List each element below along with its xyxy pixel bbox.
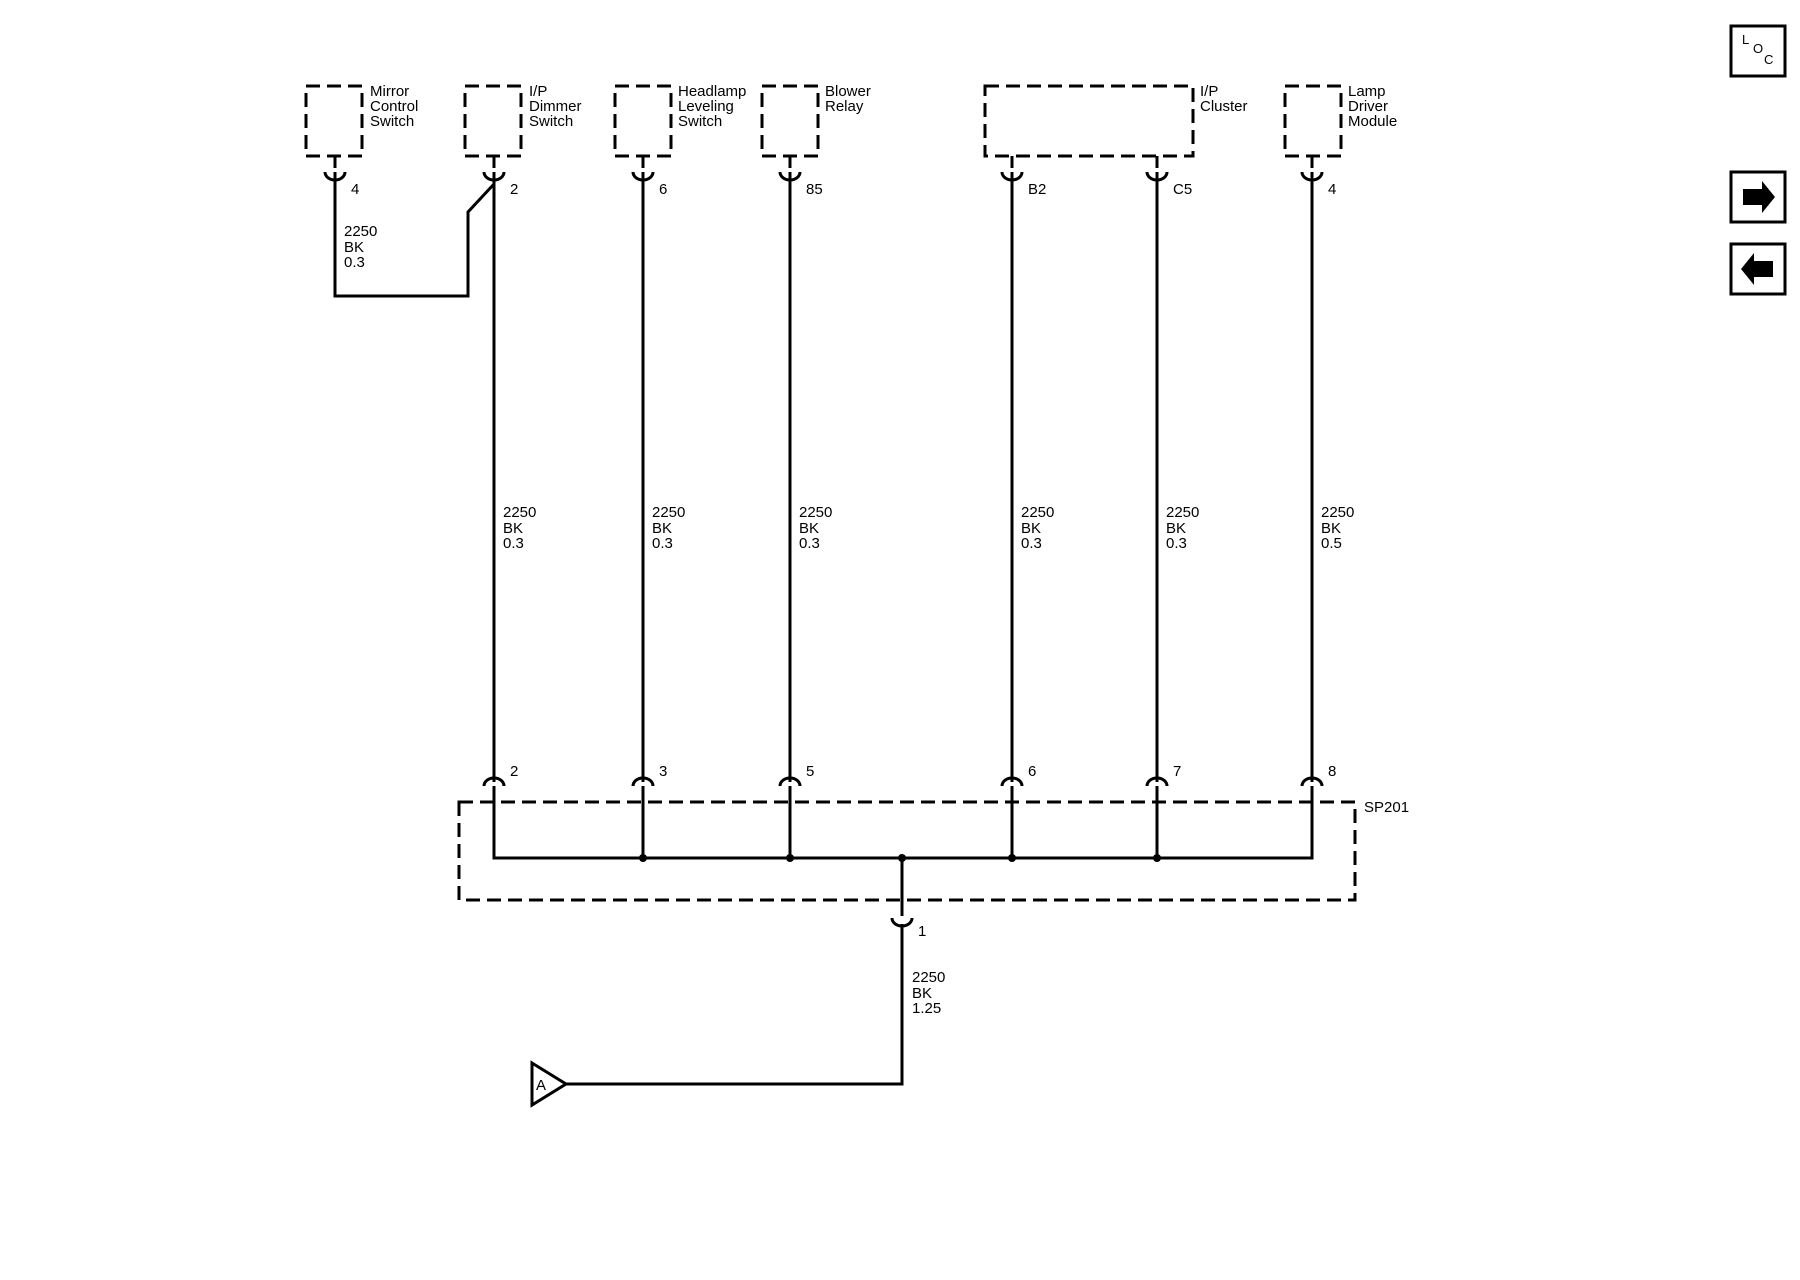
splice-terminals: [482, 776, 1324, 802]
wire-blower-color: BK: [799, 520, 819, 537]
splice-junction-dots: [639, 854, 1161, 862]
splice-sp201: SP201 2 3 5 6 7 8: [457, 763, 1409, 916]
component-lamp-driver-module: Lamp Driver Module: [1283, 83, 1397, 158]
mirror-label-line1: Mirror: [370, 83, 409, 100]
wire-c5-color: BK: [1166, 520, 1186, 537]
wire-b2-color: BK: [1021, 520, 1041, 537]
wire-dimmer-color: BK: [503, 520, 523, 537]
wire-label-headlamp: 2250 BK 0.3: [652, 504, 685, 552]
component-mirror-control-switch: Mirror Control Switch: [304, 83, 418, 158]
lamp-label-line1: Lamp: [1348, 83, 1386, 100]
component-blower-relay: Blower Relay: [760, 83, 871, 158]
blower-label-line2: Relay: [825, 98, 864, 115]
dimmer-label-line2: Dimmer: [529, 98, 582, 115]
wire-headlamp-size: 0.3: [652, 535, 673, 552]
wire-output-color: BK: [912, 985, 932, 1002]
pin-label-cluster-c5: C5: [1173, 181, 1192, 198]
wire-dimmer-circuit: 2250: [503, 504, 536, 521]
wire-label-cluster-c5: 2250 BK 0.3: [1166, 504, 1199, 552]
mirror-label-line3: Switch: [370, 113, 414, 130]
wire-b2-circuit: 2250: [1021, 504, 1054, 521]
previous-page-button[interactable]: [1729, 242, 1787, 296]
blower-label-line1: Blower: [825, 83, 871, 100]
headlamp-label-line1: Headlamp: [678, 83, 746, 100]
wire-mirror-color: BK: [344, 239, 364, 256]
wire-label-mirror: 2250 BK 0.3: [344, 223, 377, 271]
wire-lamp-color: BK: [1321, 520, 1341, 537]
component-ip-cluster: I/P Cluster: [983, 83, 1248, 158]
wire-c5-size: 0.3: [1166, 535, 1187, 552]
wire-dimmer-size: 0.3: [503, 535, 524, 552]
wire-splice-output: [566, 926, 904, 1086]
headlamp-label-line2: Leveling: [678, 98, 734, 115]
splice-bus: [492, 802, 1314, 860]
splice-pin-3: 3: [659, 763, 667, 780]
pin-label-mirror: 4: [351, 181, 359, 198]
wire-output-circuit: 2250: [912, 969, 945, 986]
top-terminals: [323, 156, 1324, 182]
wire-mirror-size: 0.3: [344, 254, 365, 271]
wire-label-blower: 2250 BK 0.3: [799, 504, 832, 552]
wire-lamp-circuit: 2250: [1321, 504, 1354, 521]
wire-lamp-size: 0.5: [1321, 535, 1342, 552]
arrow-right-icon: [1743, 181, 1775, 213]
loc-letter-o: O: [1753, 41, 1763, 56]
pin-label-dimmer: 2: [510, 181, 518, 198]
wire-label-output: 2250 BK 1.25: [912, 969, 945, 1017]
lamp-label-line2: Driver: [1348, 98, 1388, 115]
wires: [333, 172, 1314, 782]
wire-b2-size: 0.3: [1021, 535, 1042, 552]
dimmer-label-line1: I/P: [529, 83, 547, 100]
wire-label-lamp: 2250 BK 0.5: [1321, 504, 1354, 552]
wire-output-size: 1.25: [912, 1000, 941, 1017]
loc-button[interactable]: L O C: [1729, 24, 1787, 78]
loc-letter-l: L: [1742, 32, 1749, 47]
component-ip-dimmer-switch: I/P Dimmer Switch: [463, 83, 582, 158]
splice-pin-6: 6: [1028, 763, 1036, 780]
pin-label-headlamp: 6: [659, 181, 667, 198]
pin-label-blower: 85: [806, 181, 823, 198]
wire-c5-circuit: 2250: [1166, 504, 1199, 521]
next-page-button[interactable]: [1729, 170, 1787, 224]
cluster-label-line1: I/P: [1200, 83, 1218, 100]
wire-mirror-jumper: [333, 172, 496, 298]
ground-reference-label: A: [536, 1077, 546, 1094]
mirror-label-line2: Control: [370, 98, 418, 115]
splice-out-pin-label: 1: [918, 923, 926, 940]
splice-pin-7: 7: [1173, 763, 1181, 780]
lamp-label-line3: Module: [1348, 113, 1397, 130]
splice-pin-8: 8: [1328, 763, 1336, 780]
wire-mirror-circuit: 2250: [344, 223, 377, 240]
pin-label-lamp: 4: [1328, 181, 1336, 198]
cluster-label-line2: Cluster: [1200, 98, 1248, 115]
wire-label-cluster-b2: 2250 BK 0.3: [1021, 504, 1054, 552]
headlamp-label-line3: Switch: [678, 113, 722, 130]
wire-blower-size: 0.3: [799, 535, 820, 552]
wire-headlamp-circuit: 2250: [652, 504, 685, 521]
splice-name: SP201: [1364, 799, 1409, 816]
wire-headlamp-color: BK: [652, 520, 672, 537]
pin-label-cluster-b2: B2: [1028, 181, 1046, 198]
wire-blower-circuit: 2250: [799, 504, 832, 521]
component-headlamp-leveling-switch: Headlamp Leveling Switch: [613, 83, 746, 158]
ground-reference-flag[interactable]: A: [530, 1060, 569, 1108]
arrow-left-icon: [1741, 253, 1773, 285]
splice-pin-5: 5: [806, 763, 814, 780]
wire-label-dimmer: 2250 BK 0.3: [503, 504, 536, 552]
splice-pin-2: 2: [510, 763, 518, 780]
loc-letter-c: C: [1764, 52, 1773, 67]
dimmer-label-line3: Switch: [529, 113, 573, 130]
